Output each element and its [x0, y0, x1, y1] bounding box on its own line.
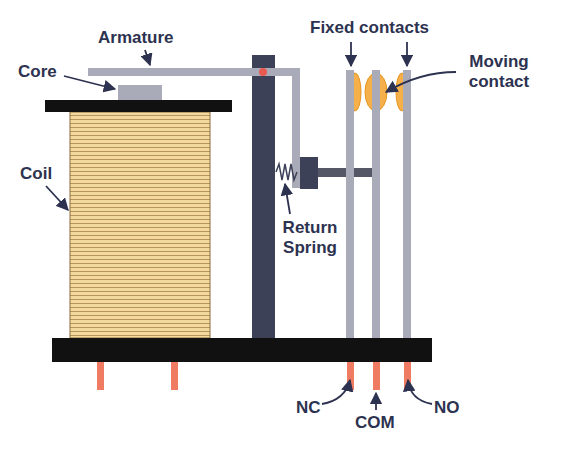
leader-line — [408, 380, 432, 404]
leader-line — [145, 50, 150, 65]
moving-contact-bar — [372, 70, 380, 120]
leader-line — [64, 76, 115, 89]
armature — [88, 68, 300, 188]
post — [252, 55, 275, 340]
actuator-block — [300, 157, 318, 189]
leader-line — [406, 42, 408, 66]
fixed-contact-nc — [346, 70, 354, 120]
fixed-contact-no — [403, 70, 411, 340]
part-label: COM — [355, 413, 395, 433]
part-label: Core — [18, 62, 57, 82]
leader-line — [285, 184, 290, 214]
moving-contact-bar — [372, 70, 380, 340]
part-label: Coil — [20, 164, 52, 184]
coil-pin — [97, 362, 104, 390]
leader-line — [46, 186, 68, 210]
com-pin — [373, 362, 380, 390]
fixed-contact-no — [403, 70, 411, 120]
leader-line — [375, 393, 377, 410]
part-label: NO — [434, 398, 460, 418]
top-plate — [45, 100, 232, 112]
part-label: Armature — [98, 28, 174, 48]
part-label: Moving contact — [458, 52, 540, 92]
core — [118, 85, 162, 100]
leader-line — [386, 72, 456, 92]
coil-pin — [171, 362, 178, 390]
leader-line — [350, 42, 352, 66]
coil — [70, 112, 210, 338]
pivot — [259, 68, 267, 76]
fixed-contact-nc — [346, 70, 354, 340]
part-label: NC — [296, 398, 321, 418]
return-spring — [276, 164, 297, 180]
part-label: Return Spring — [274, 218, 346, 258]
part-label: Fixed contacts — [310, 18, 429, 38]
base — [52, 338, 432, 362]
leader-line — [322, 380, 350, 404]
